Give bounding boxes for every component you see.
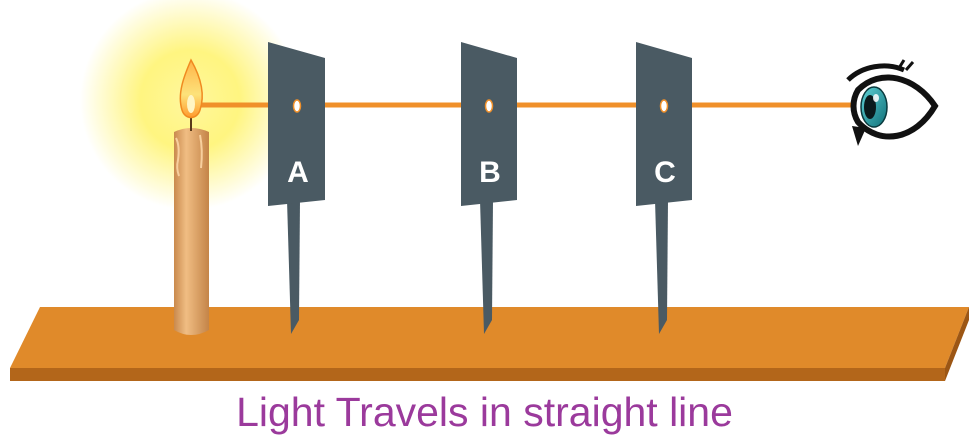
card-c: C	[636, 42, 692, 334]
diagram-caption: Light Travels in straight line	[236, 389, 733, 435]
pinhole-c	[659, 99, 669, 113]
card-label-c: C	[654, 156, 676, 189]
candle-icon	[174, 58, 209, 335]
flame-icon	[179, 58, 203, 119]
pinhole-b	[484, 99, 494, 113]
card-a: A	[268, 42, 325, 334]
wooden-board	[10, 307, 969, 381]
pinhole-a	[292, 99, 302, 113]
card-b: B	[461, 42, 517, 334]
card-label-a: A	[287, 156, 309, 189]
card-label-b: B	[479, 156, 501, 189]
eye-icon	[846, 59, 939, 146]
